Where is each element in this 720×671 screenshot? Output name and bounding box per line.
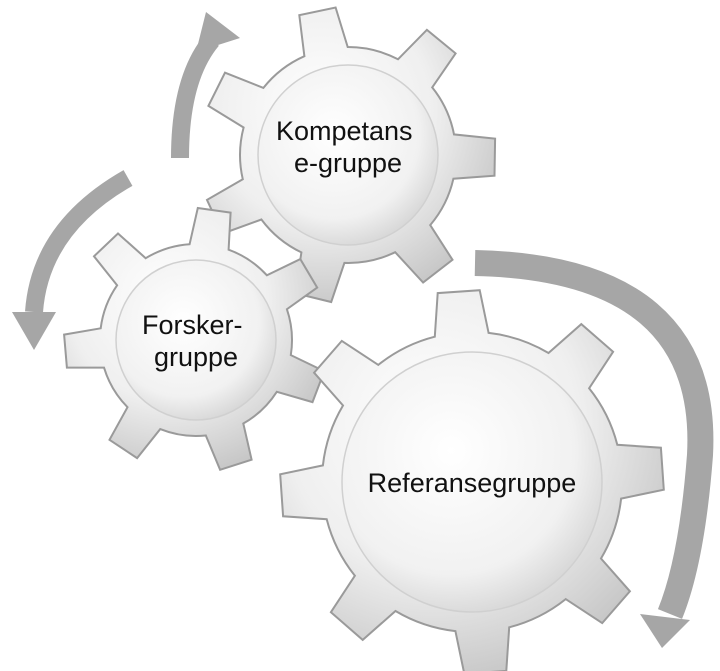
gear-kompetansegruppe-label-line-1: Kompetans [276,116,413,146]
gear-referansegruppe-hub [341,351,603,613]
arrow-right-down [474,250,714,648]
gear-forskergruppe-label-line-1: Forsker- [142,310,243,340]
gear-forskergruppe: Forsker- gruppe [63,206,326,472]
gear-kompetansegruppe: Kompetans e-gruppe [205,6,497,304]
gear-referansegruppe-label: Referansegruppe [368,468,577,498]
gear-referansegruppe-label-line-1: Referansegruppe [368,468,577,498]
arrow-top-up [171,12,240,159]
gear-referansegruppe: Referansegruppe [279,289,665,671]
arrow-left-down [12,170,133,350]
gear-forskergruppe-label-line-2: gruppe [154,342,238,372]
gear-forskergruppe-hub [115,259,277,421]
gear-kompetansegruppe-label-line-2: e-gruppe [294,148,402,178]
gear-forskergruppe-label: Forsker- gruppe [142,310,250,372]
gear-kompetansegruppe-label: Kompetans e-gruppe [276,116,420,178]
gear-kompetansegruppe-hub [257,64,439,246]
